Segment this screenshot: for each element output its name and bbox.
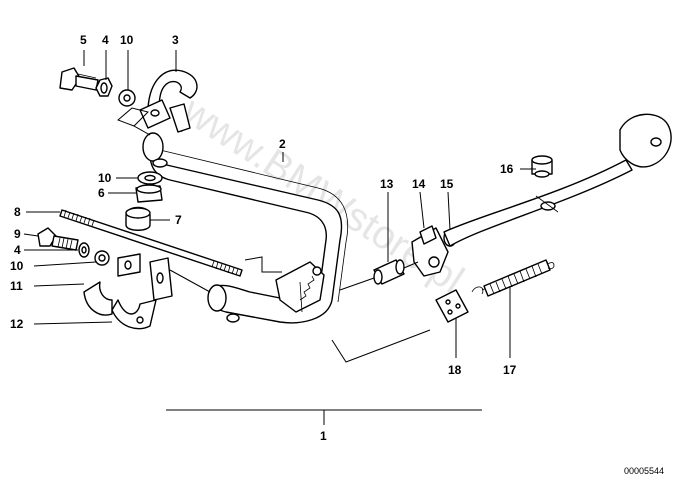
lever-block-14 [411, 225, 449, 277]
callout-1: 1 [320, 429, 327, 443]
callout-6: 6 [98, 186, 105, 200]
stand-frame [142, 132, 349, 324]
callout-11: 11 [10, 279, 23, 293]
foot-lever [443, 113, 672, 247]
callouts: 5 4 10 3 2 10 6 7 8 9 4 10 11 12 13 14 1… [10, 33, 517, 443]
callout-7: 7 [175, 213, 182, 227]
callout-16: 16 [500, 162, 514, 176]
nut-6 [135, 184, 163, 203]
washer-4-lower [78, 242, 90, 258]
cap-nut-7 [125, 206, 151, 231]
callout-17: 17 [503, 363, 517, 377]
document-id: 00005544 [624, 466, 664, 476]
callout-3: 3 [172, 33, 179, 47]
callout-10-lower: 10 [10, 259, 24, 273]
leader-lines [23, 50, 536, 425]
plate-18 [435, 289, 469, 323]
pin-13 [373, 259, 405, 285]
bracket-12 [111, 257, 173, 330]
callout-2: 2 [279, 137, 286, 151]
callout-14: 14 [412, 177, 426, 191]
callout-10-mid: 10 [98, 171, 112, 185]
nut-4-top [95, 77, 113, 97]
callout-18: 18 [448, 363, 462, 377]
callout-12: 12 [10, 317, 24, 331]
callout-5: 5 [80, 33, 87, 47]
callout-9: 9 [14, 227, 21, 241]
bolt-5 [59, 67, 99, 91]
clamp-3 [139, 69, 198, 133]
callout-13: 13 [380, 177, 394, 191]
spring-17 [471, 259, 555, 297]
callout-15: 15 [440, 177, 454, 191]
callout-4-top: 4 [102, 33, 109, 47]
callout-4-lower: 4 [14, 243, 21, 257]
washer-10-top [118, 89, 136, 107]
threaded-rod-8 [59, 209, 243, 277]
bracket-11 [83, 253, 141, 316]
bolt-9 [37, 227, 79, 251]
rubber-cap-16 [531, 155, 553, 178]
callout-10-top: 10 [120, 33, 134, 47]
washer-10-mid [137, 171, 163, 185]
callout-8: 8 [14, 205, 21, 219]
washer-10-lower [94, 250, 110, 266]
